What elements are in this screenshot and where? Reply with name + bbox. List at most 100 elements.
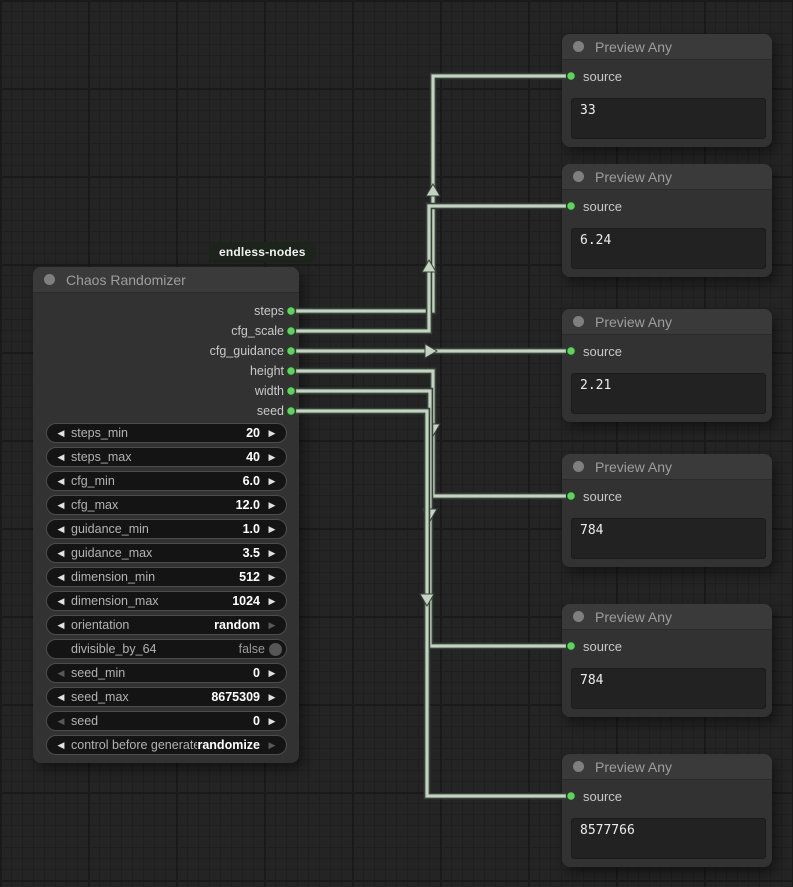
preview-any-node-2[interactable]: Preview Any source 6.24 xyxy=(562,164,772,277)
increment-arrow-icon[interactable]: ▶ xyxy=(268,619,276,630)
wire-height xyxy=(291,367,571,500)
widget-label: seed xyxy=(71,714,99,728)
wire-arrow-icon xyxy=(424,343,438,359)
collapse-dot-icon[interactable] xyxy=(573,761,584,772)
increment-arrow-icon[interactable]: ▶ xyxy=(268,499,276,510)
decrement-arrow-icon[interactable]: ◀ xyxy=(57,619,65,630)
decrement-arrow-icon[interactable]: ◀ xyxy=(57,523,65,534)
widget-value: false xyxy=(238,642,265,656)
increment-arrow-icon[interactable]: ▶ xyxy=(268,547,276,558)
collapse-dot-icon[interactable] xyxy=(44,274,55,285)
increment-arrow-icon[interactable]: ▶ xyxy=(268,523,276,534)
wire-arrow-icon xyxy=(419,593,435,607)
collapse-dot-icon[interactable] xyxy=(573,171,584,182)
node-title: Chaos Randomizer xyxy=(66,271,186,288)
decrement-arrow-icon[interactable]: ◀ xyxy=(57,691,65,702)
decrement-arrow-icon[interactable]: ◀ xyxy=(57,715,65,726)
collapse-dot-icon[interactable] xyxy=(573,41,584,52)
preview-textarea[interactable]: 784 xyxy=(571,668,766,709)
preview-textarea[interactable]: 8577766 xyxy=(571,818,766,859)
decrement-arrow-icon[interactable]: ◀ xyxy=(57,475,65,486)
input-row-source: source xyxy=(562,486,772,506)
widget-value: 0 xyxy=(253,714,260,728)
decrement-arrow-icon[interactable]: ◀ xyxy=(57,451,65,462)
widget-value: 40 xyxy=(246,450,260,464)
decrement-arrow-icon[interactable]: ◀ xyxy=(57,547,65,558)
decrement-arrow-icon[interactable]: ◀ xyxy=(57,571,65,582)
decrement-arrow-icon[interactable]: ◀ xyxy=(57,427,65,438)
node-header[interactable]: Preview Any xyxy=(562,164,772,190)
widget-label: cfg_max xyxy=(71,498,119,512)
output-row-width: width xyxy=(33,381,299,401)
widget-value: 12.0 xyxy=(235,498,260,512)
widget-cfg-max[interactable]: ◀ cfg_max 12.0 ▶ xyxy=(46,495,287,515)
node-header[interactable]: Preview Any xyxy=(562,309,772,335)
increment-arrow-icon[interactable]: ▶ xyxy=(268,667,276,678)
collapse-dot-icon[interactable] xyxy=(573,316,584,327)
preview-textarea[interactable]: 2.21 xyxy=(571,373,766,414)
decrement-arrow-icon[interactable]: ◀ xyxy=(57,667,65,678)
wire-seed xyxy=(291,407,571,800)
increment-arrow-icon[interactable]: ▶ xyxy=(268,595,276,606)
input-row-source: source xyxy=(562,66,772,86)
collapse-dot-icon[interactable] xyxy=(573,461,584,472)
node-header[interactable]: Preview Any xyxy=(562,604,772,630)
node-header[interactable]: Preview Any xyxy=(562,454,772,480)
preview-any-node-3[interactable]: Preview Any source 2.21 xyxy=(562,309,772,422)
increment-arrow-icon[interactable]: ▶ xyxy=(268,571,276,582)
decrement-arrow-icon[interactable]: ◀ xyxy=(57,739,65,750)
widget-value: 1.0 xyxy=(242,522,260,536)
node-title: Preview Any xyxy=(595,313,673,330)
toggle-knob-icon[interactable] xyxy=(269,642,282,656)
wire-steps xyxy=(291,72,571,315)
increment-arrow-icon[interactable]: ▶ xyxy=(268,451,276,462)
widget-value: 3.5 xyxy=(242,546,260,560)
widget-seed[interactable]: ◀ seed 0 ▶ xyxy=(46,711,287,731)
input-label: source xyxy=(583,343,623,359)
node-header[interactable]: Chaos Randomizer xyxy=(33,267,299,293)
decrement-arrow-icon[interactable]: ◀ xyxy=(57,595,65,606)
node-title: Preview Any xyxy=(595,168,673,185)
increment-arrow-icon[interactable]: ▶ xyxy=(268,427,276,438)
output-label: steps xyxy=(254,304,284,318)
collapse-dot-icon[interactable] xyxy=(573,611,584,622)
increment-arrow-icon[interactable]: ▶ xyxy=(268,691,276,702)
preview-any-node-4[interactable]: Preview Any source 784 xyxy=(562,454,772,567)
output-label: seed xyxy=(256,404,284,418)
preview-any-node-1[interactable]: Preview Any source 33 xyxy=(562,34,772,147)
decrement-arrow-icon[interactable]: ◀ xyxy=(57,499,65,510)
increment-arrow-icon[interactable]: ▶ xyxy=(268,475,276,486)
widget-label: seed_max xyxy=(71,690,129,704)
node-badge: endless-nodes xyxy=(209,242,316,263)
output-row-cfg_scale: cfg_scale xyxy=(33,321,299,341)
preview-textarea[interactable]: 33 xyxy=(571,98,766,139)
preview-textarea[interactable]: 784 xyxy=(571,518,766,559)
increment-arrow-icon[interactable]: ▶ xyxy=(268,715,276,726)
wire-arrow-icon xyxy=(425,423,441,437)
node-header[interactable]: Preview Any xyxy=(562,754,772,780)
node-header[interactable]: Preview Any xyxy=(562,34,772,60)
increment-arrow-icon[interactable]: ▶ xyxy=(268,739,276,750)
input-label: source xyxy=(583,198,623,214)
widget-value: randomize xyxy=(197,738,260,752)
output-label: height xyxy=(249,364,284,378)
preview-textarea[interactable]: 6.24 xyxy=(571,228,766,269)
